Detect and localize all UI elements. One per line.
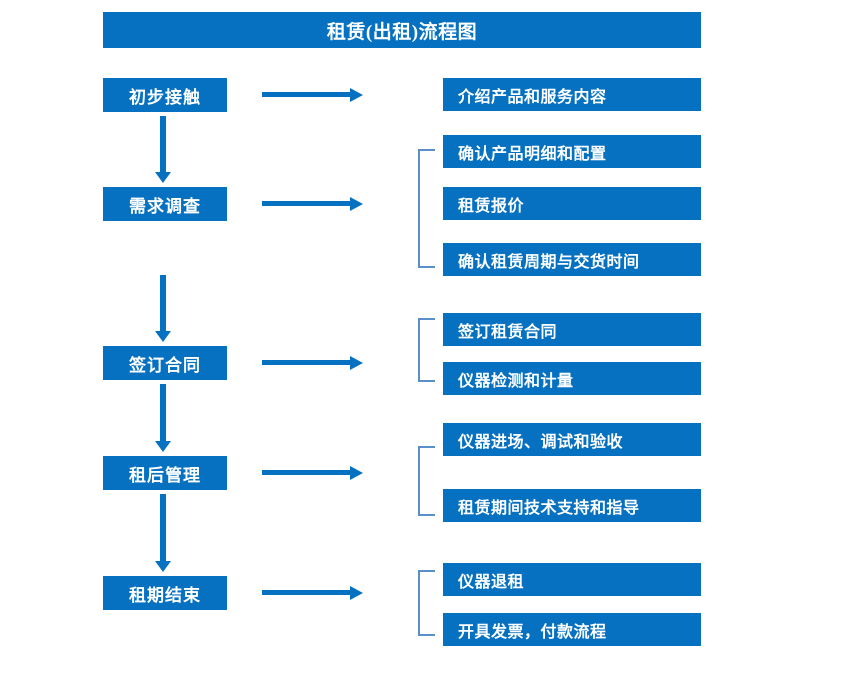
detail-box-introduce-products-services[interactable]: 介绍产品和服务内容 xyxy=(443,78,701,111)
horizontal-arrow-requirements-survey xyxy=(262,196,363,212)
horizontal-arrow-initial-contact xyxy=(262,87,363,103)
arrow-head-icon xyxy=(350,197,363,211)
arrow-shaft xyxy=(262,201,351,206)
stage-box-initial-contact[interactable]: 初步接触 xyxy=(103,78,227,112)
group-bracket-lease-end xyxy=(418,570,435,636)
arrow-head-icon xyxy=(350,586,363,600)
horizontal-arrow-post-rental-management xyxy=(262,465,363,481)
stage-box-requirements-survey[interactable]: 需求调查 xyxy=(103,187,227,221)
detail-box-sign-lease-agreement[interactable]: 签订租赁合同 xyxy=(443,313,701,346)
arrow-shaft xyxy=(262,470,351,475)
stage-box-post-rental-management[interactable]: 租后管理 xyxy=(103,456,227,490)
arrow-head-icon xyxy=(155,441,171,452)
arrow-shaft xyxy=(160,116,166,172)
detail-box-instrument-entry-commissioning-acceptance[interactable]: 仪器进场、调试和验收 xyxy=(443,423,701,456)
detail-box-technical-support-during-lease[interactable]: 租赁期间技术支持和指导 xyxy=(443,489,701,522)
arrow-shaft xyxy=(262,92,351,97)
detail-box-rental-quotation[interactable]: 租赁报价 xyxy=(443,187,701,220)
detail-box-instrument-inspection-metering[interactable]: 仪器检测和计量 xyxy=(443,362,701,395)
detail-box-instrument-return[interactable]: 仪器退租 xyxy=(443,563,701,596)
stage-box-lease-end[interactable]: 租期结束 xyxy=(103,576,227,610)
vertical-arrow-requirements-survey-to-sign-contract xyxy=(152,275,174,342)
arrow-head-icon xyxy=(155,331,171,342)
group-bracket-requirements-survey xyxy=(418,149,435,268)
arrow-shaft xyxy=(160,275,166,331)
arrow-head-icon xyxy=(155,172,171,183)
group-bracket-post-rental-management xyxy=(418,446,435,516)
vertical-arrow-initial-contact-to-requirements-survey xyxy=(152,116,174,183)
vertical-arrow-sign-contract-to-post-rental-management xyxy=(152,384,174,452)
arrow-shaft xyxy=(160,384,166,441)
vertical-arrow-post-rental-management-to-lease-end xyxy=(152,494,174,572)
horizontal-arrow-lease-end xyxy=(262,585,363,601)
arrow-head-icon xyxy=(350,356,363,370)
horizontal-arrow-sign-contract xyxy=(262,355,363,371)
detail-box-confirm-product-details-config[interactable]: 确认产品明细和配置 xyxy=(443,135,701,168)
arrow-shaft xyxy=(262,360,351,365)
arrow-head-icon xyxy=(350,466,363,480)
arrow-head-icon xyxy=(350,88,363,102)
diagram-title: 租赁(出租)流程图 xyxy=(103,12,701,48)
arrow-head-icon xyxy=(155,561,171,572)
detail-box-invoice-payment-process[interactable]: 开具发票，付款流程 xyxy=(443,613,701,646)
arrow-shaft xyxy=(262,590,351,595)
detail-box-confirm-lease-period-delivery[interactable]: 确认租赁周期与交货时间 xyxy=(443,243,701,276)
arrow-shaft xyxy=(160,494,166,561)
group-bracket-sign-contract xyxy=(418,318,435,382)
stage-box-sign-contract[interactable]: 签订合同 xyxy=(103,346,227,380)
